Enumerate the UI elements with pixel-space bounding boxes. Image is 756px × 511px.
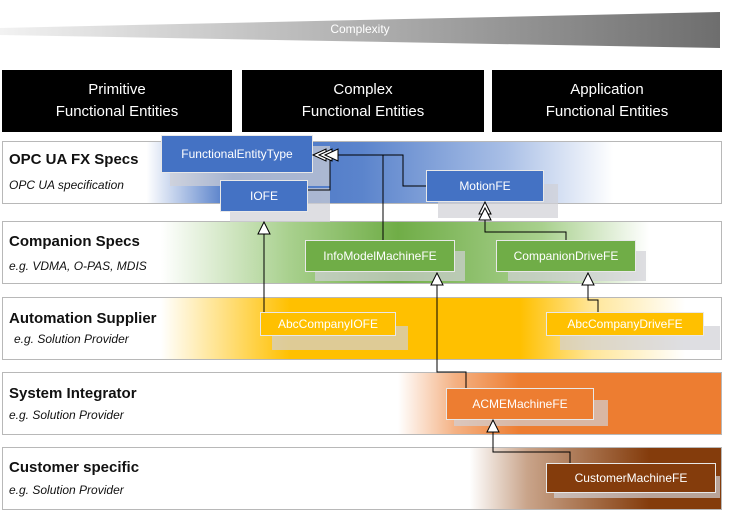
layer-subtitle-opcua: OPC UA specification (9, 178, 124, 192)
layer-band-customer (2, 447, 722, 510)
companiondrivefe-box[interactable]: CompanionDriveFE (496, 240, 636, 272)
layer-title-companion: Companion Specs (9, 233, 140, 250)
layer-subtitle-customer: e.g. Solution Provider (9, 483, 124, 497)
motionfe-box[interactable]: MotionFE (426, 170, 544, 202)
abccompanyiofe-box[interactable]: AbcCompanyIOFE (260, 312, 396, 336)
customermachinefe-box[interactable]: CustomerMachineFE (546, 463, 716, 493)
layer-title-integrator: System Integrator (9, 385, 137, 402)
inheritance-arrowhead (323, 148, 339, 162)
layer-subtitle-integrator: e.g. Solution Provider (9, 408, 124, 422)
layer-band-opcua (2, 141, 722, 204)
inheritance-arrowhead (430, 271, 444, 286)
inheritance-arrowhead (486, 418, 500, 433)
connector-motion-to-fet (383, 154, 426, 187)
inheritance-arrowhead (581, 271, 595, 286)
connector-companiondrive-to-motion (484, 213, 567, 240)
iofe-box[interactable]: IOFE (220, 180, 308, 212)
layer-title-customer: Customer specific (9, 459, 140, 476)
column-header-primitive: Primitive Functional Entities (2, 70, 232, 132)
layer-title-opcua: OPC UA FX Specs (9, 151, 139, 168)
infomodelmachinefe-box[interactable]: InfoModelMachineFE (305, 240, 455, 272)
inheritance-arrowhead (257, 220, 271, 235)
functional-entity-type-box[interactable]: FunctionalEntityType (161, 135, 313, 173)
inheritance-arrowhead (478, 206, 492, 221)
abccompanydrivefe-box[interactable]: AbcCompanyDriveFE (546, 312, 704, 336)
layer-title-supplier: Automation Supplier (9, 310, 157, 327)
column-header-line2: Functional Entities (545, 103, 669, 120)
acmemachinefe-box[interactable]: ACMEMachineFE (446, 388, 594, 420)
connector-customer-to-acme (492, 431, 571, 463)
connector-abcdrive-to-companiondrive (587, 284, 599, 312)
column-header-complex: Complex Functional Entities (242, 70, 484, 132)
connector-acme-to-infomodel (436, 284, 467, 388)
complexity-label: Complexity (330, 22, 390, 36)
column-header-line2: Functional Entities (301, 103, 425, 120)
column-header-line1: Application (570, 81, 644, 98)
column-header-application: Application Functional Entities (492, 70, 722, 132)
layer-subtitle-companion: e.g. VDMA, O-PAS, MDIS (9, 259, 147, 273)
connector-iofe-to-fet (308, 154, 331, 191)
layer-subtitle-supplier: e.g. Solution Provider (14, 332, 129, 346)
column-header-line2: Functional Entities (55, 103, 179, 120)
connector-infomodel-to-fet (330, 154, 384, 240)
column-header-line1: Primitive (88, 81, 146, 98)
column-header-line1: Complex (333, 81, 393, 98)
